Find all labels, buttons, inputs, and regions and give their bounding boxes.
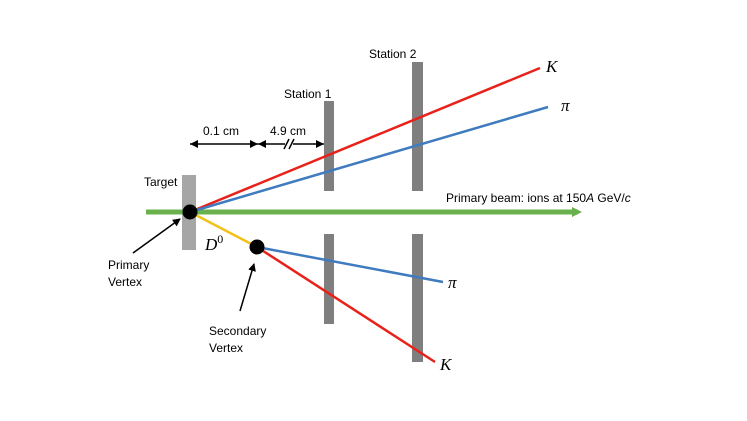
secondary-vertex-label-line2: Vertex [209, 341, 243, 355]
kaon-track-top [189, 66, 541, 214]
axis-break-mark-1 [283, 138, 290, 150]
station2-lower-plane [412, 234, 423, 362]
target-label: Target [144, 175, 178, 189]
d0-label: D0 [204, 232, 223, 254]
arrow-head-right-1 [250, 140, 258, 148]
station1-lower-plane [324, 234, 334, 324]
arrow-head-left-2 [258, 140, 266, 148]
pion-track-bottom [256, 245, 444, 284]
primary-vertex-dot [182, 204, 198, 220]
beam-label-mid: GeV/ [594, 191, 625, 205]
d0-symbol: D [204, 235, 218, 254]
arrow-head-left-1 [190, 140, 198, 148]
d0-track [189, 210, 258, 249]
distance-label-4.9cm: 4.9 cm [270, 124, 306, 138]
axis-break-mark-2 [288, 138, 295, 150]
pion-bottom-label: π [448, 273, 457, 292]
secondary-vertex-label-line1: Secondary [209, 324, 266, 338]
station2-label: Station 2 [369, 47, 417, 61]
station1-label: Station 1 [284, 87, 332, 101]
pion-track-top [189, 105, 549, 214]
distance-label-0.1cm: 0.1 cm [203, 124, 239, 138]
pion-top-label: π [561, 96, 570, 115]
beam-label-prefix: Primary beam: ions at 150 [446, 191, 586, 205]
d0-superscript: 0 [217, 232, 223, 246]
secondary-vertex-pointer [239, 263, 256, 312]
primary-vertex-label-line2: Vertex [108, 275, 142, 289]
station1-upper-plane [324, 101, 334, 191]
beam-label-c: c [625, 191, 631, 205]
secondary-vertex-dot [249, 239, 265, 255]
primary-vertex-pointer [132, 218, 181, 254]
kaon-top-label: K [545, 57, 559, 76]
kaon-track-bottom [256, 245, 436, 364]
primary-vertex-label-line1: Primary [108, 258, 149, 272]
beam-label-A: A [585, 191, 594, 205]
kaon-bottom-label: K [439, 355, 453, 374]
station2-upper-plane [412, 62, 423, 191]
arrow-head-right-2 [316, 140, 324, 148]
primary-beam-label: Primary beam: ions at 150A GeV/c [446, 191, 631, 205]
